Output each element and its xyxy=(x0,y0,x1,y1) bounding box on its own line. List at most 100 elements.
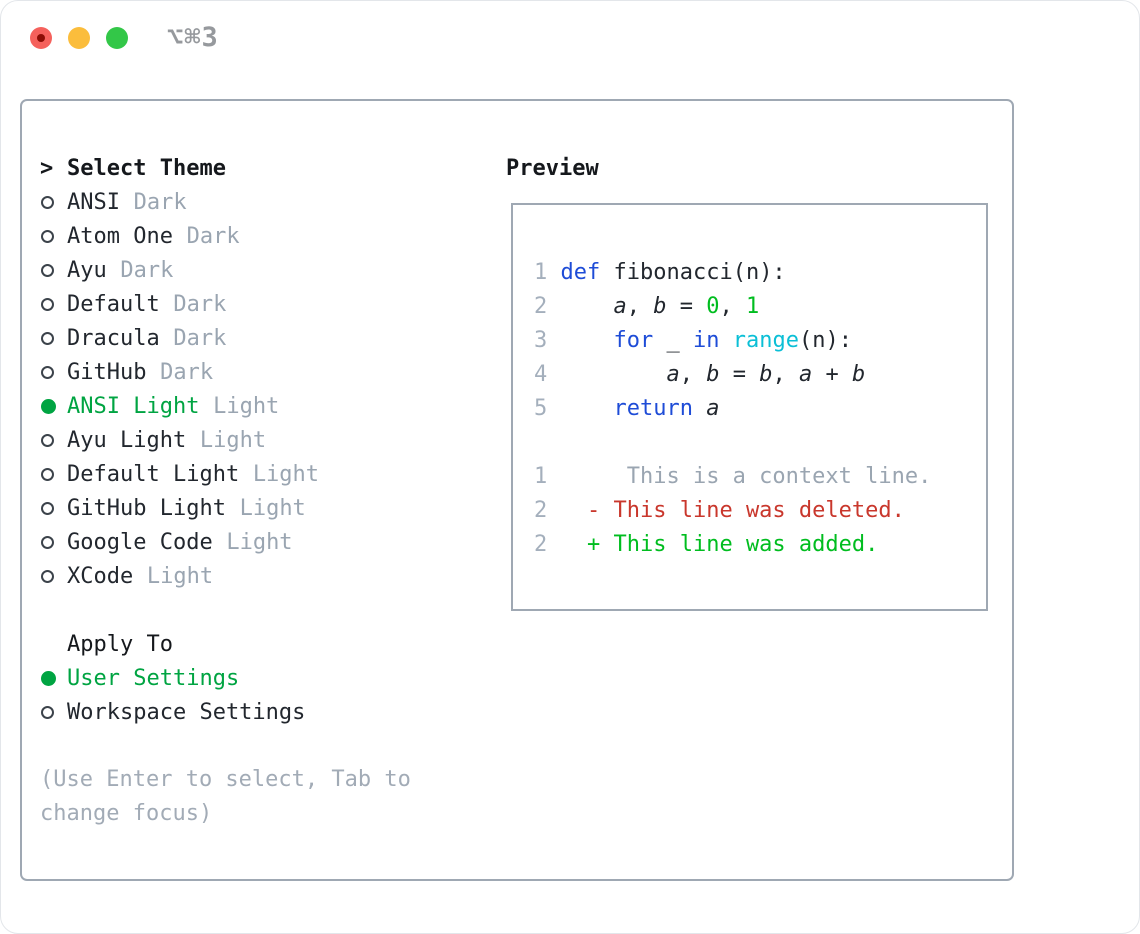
theme-variant-tag: Light xyxy=(252,461,320,487)
code-line: 2 - This line was deleted. xyxy=(534,494,931,528)
apply-option-user-settings[interactable]: User Settings xyxy=(40,661,305,695)
option-label: Dracula xyxy=(67,325,160,351)
code-token: fibonacci(n): xyxy=(600,260,786,285)
apply-option-workspace-settings[interactable]: Workspace Settings xyxy=(40,695,305,729)
code-token: , xyxy=(679,362,707,387)
theme-option-github[interactable]: GitHub Dark xyxy=(40,355,319,389)
radio-icon xyxy=(41,501,54,515)
code-token: range xyxy=(732,328,799,353)
line-number: 5 xyxy=(534,396,548,421)
code-token: b xyxy=(759,362,773,387)
option-label: Default Light xyxy=(67,461,240,487)
code-line: 4 a, b = b, a + b xyxy=(534,358,931,392)
option-label: XCode xyxy=(67,563,134,589)
code-token: (n): xyxy=(798,328,852,353)
line-number: 3 xyxy=(534,328,548,353)
line-number: 2 xyxy=(534,532,548,557)
code-token: b xyxy=(851,362,866,387)
code-token: return xyxy=(613,396,693,421)
theme-variant-tag: Dark xyxy=(160,359,214,385)
code-line: 1 This is a context line. xyxy=(534,460,931,494)
zoom-button[interactable] xyxy=(106,27,128,49)
theme-variant-tag: Light xyxy=(213,393,280,419)
code-token: a xyxy=(798,362,813,387)
theme-option-ansi-light[interactable]: ANSI Light Light xyxy=(40,389,319,423)
option-label: GitHub xyxy=(67,359,147,385)
theme-option-github-light[interactable]: GitHub Light Light xyxy=(40,491,319,525)
option-label: Workspace Settings xyxy=(67,699,306,725)
theme-variant-tag: Dark xyxy=(173,291,227,317)
code-token xyxy=(547,260,560,285)
code-token: - This line was deleted. xyxy=(587,498,905,523)
option-label: Atom One xyxy=(67,223,173,249)
theme-variant-tag: Light xyxy=(226,529,293,555)
radio-marker xyxy=(40,535,67,549)
radio-icon xyxy=(41,433,54,447)
code-token xyxy=(547,532,587,557)
code-token: , xyxy=(626,294,654,319)
radio-marker xyxy=(40,229,67,243)
traffic-lights xyxy=(30,27,128,49)
code-token xyxy=(719,328,732,353)
option-label: Google Code xyxy=(67,529,213,555)
option-label: ANSI Light xyxy=(67,393,200,419)
radio-marker xyxy=(40,365,67,379)
code-token: , xyxy=(719,294,746,319)
code-token: a xyxy=(706,396,720,421)
radio-marker xyxy=(40,705,67,719)
radio-marker xyxy=(40,501,67,515)
radio-icon xyxy=(41,297,54,311)
code-token: _ xyxy=(653,328,693,353)
radio-icon xyxy=(41,263,54,277)
line-number: 2 xyxy=(534,294,548,319)
hint-line-1: (Use Enter to select, Tab to xyxy=(40,767,411,792)
code-token xyxy=(547,362,666,387)
preview-title: Preview xyxy=(506,155,599,181)
radio-marker xyxy=(40,195,67,209)
theme-variant-tag: Light xyxy=(239,495,306,521)
option-label: GitHub Light xyxy=(67,495,226,521)
option-label: User Settings xyxy=(67,665,240,691)
radio-marker xyxy=(40,467,67,481)
theme-option-default-light[interactable]: Default Light Light xyxy=(40,457,319,491)
prompt-marker: > xyxy=(40,156,67,181)
minimize-button[interactable] xyxy=(68,27,90,49)
titlebar: ⌥⌘3 xyxy=(1,1,1139,77)
theme-variant-tag: Dark xyxy=(173,325,227,351)
code-token: = xyxy=(666,294,707,319)
theme-option-dracula[interactable]: Dracula Dark xyxy=(40,321,319,355)
theme-list-header: > Select Theme xyxy=(40,151,319,185)
radio-selected-icon xyxy=(41,398,56,414)
theme-variant-tag: Dark xyxy=(133,189,187,215)
radio-icon xyxy=(41,705,54,719)
code-line: 5 return a xyxy=(534,392,931,426)
code-token: in xyxy=(692,328,720,353)
code-token xyxy=(547,294,613,319)
code-token: + This line was added. xyxy=(587,532,879,557)
code-token: 0 xyxy=(706,294,720,319)
code-token: 1 xyxy=(745,294,760,319)
radio-marker xyxy=(40,398,67,414)
theme-variant-tag: Dark xyxy=(120,257,174,283)
code-token xyxy=(693,396,706,421)
code-token xyxy=(547,396,613,421)
preview-header: Preview xyxy=(506,151,599,185)
radio-selected-icon xyxy=(41,670,56,686)
code-line xyxy=(534,426,931,460)
prompt-icon: > xyxy=(40,155,54,181)
radio-icon xyxy=(41,229,54,243)
theme-list-title: Select Theme xyxy=(67,155,226,181)
close-button[interactable] xyxy=(30,27,52,49)
radio-icon xyxy=(41,195,54,209)
theme-option-google-code[interactable]: Google Code Light xyxy=(40,525,319,559)
line-number: 1 xyxy=(534,260,548,285)
option-label: Ayu Light xyxy=(67,427,187,453)
